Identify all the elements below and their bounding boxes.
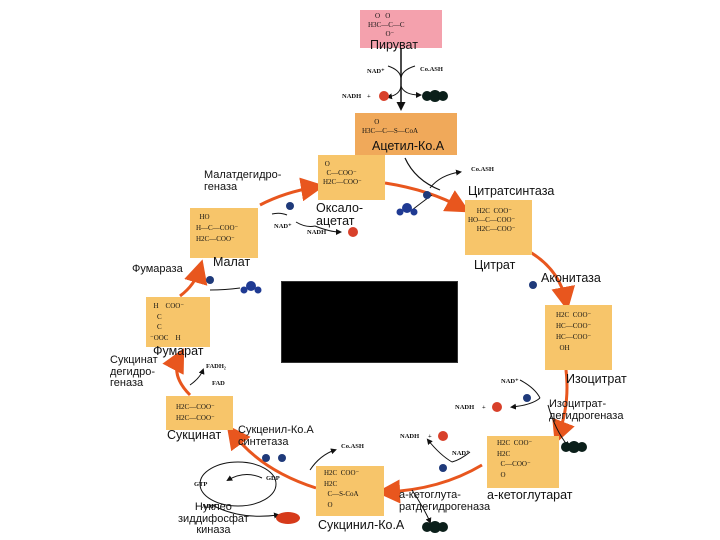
arrow-coash-out-succinyl <box>309 448 337 471</box>
aconitase-label: Аконитаза <box>541 271 601 285</box>
nadh-isocitrate: NADH <box>455 404 475 411</box>
succinyl-coa-box <box>316 466 384 516</box>
nadh-akg: NADH <box>400 433 420 440</box>
plus-malate: + <box>337 229 341 236</box>
arrow-nad-in <box>387 65 402 79</box>
pyruvate-formula: O O H3C—C—C O⁻ <box>368 12 405 38</box>
acetyl-coa-label: Ацетил-Ко.А <box>372 139 445 153</box>
plus-pyruvate: + <box>367 93 371 100</box>
fadh2-label: FADH₂ <box>206 363 226 370</box>
akg-dh-label: а-кетоглута- ратдегидрогеназа <box>399 489 491 513</box>
arrow-nadh-akg <box>426 438 453 463</box>
nadh-malate: NADH <box>307 229 327 236</box>
nadh-pyruvate: NADH <box>342 93 362 100</box>
arrow-nadh-out <box>386 85 402 100</box>
ndk-label: Нуклео зиддифосфат киназа <box>178 501 249 536</box>
arrow-nadh-oxalo <box>314 225 342 235</box>
fad-label: FAD <box>212 380 225 387</box>
arrow-fad-fadh2 <box>189 368 205 386</box>
arrow-nad-akg <box>451 451 471 463</box>
arrow-coash-in <box>400 65 416 79</box>
h-akg: H⁺ <box>440 433 449 440</box>
citrate-synthase-label: Цитратсинтаза <box>468 184 555 198</box>
h-pyruvate: H⁺ <box>380 93 389 100</box>
pyruvate-label: Пируват <box>370 38 418 52</box>
ndk-cycle <box>199 461 277 507</box>
arrow-succinylcoa-to-succinate <box>226 424 317 490</box>
pyruvate-box <box>360 10 442 48</box>
fumarate-label: Фумарат <box>153 344 204 358</box>
arrow-succinate-to-fumarate <box>162 348 192 397</box>
fumarate-formula: H COO⁻ C C ⁻OOC H <box>150 302 185 342</box>
acetyl-coa-formula: O H3C—C—S—CoA <box>362 118 419 135</box>
arrow-water-in-citrate <box>411 194 433 211</box>
arrow-nadh-isocitrate <box>510 397 541 410</box>
akg-label: а-кетоглутарат <box>487 488 573 502</box>
arrow-coash-out-citrate <box>429 169 462 189</box>
malate-dh-label: Малатдегидро- геназа <box>204 169 282 193</box>
succinyl-coa-label: Сукцинил-Ко.А <box>318 518 405 532</box>
arrow-malate-to-oxaloacetate <box>259 177 325 207</box>
malate-box <box>190 208 258 258</box>
isocitrate-dh-label: Изоцитрат- дегидрогеназа <box>549 398 624 422</box>
gdp-label: GDP <box>266 475 280 482</box>
nad-akg: NAD⁺ <box>452 450 470 457</box>
arrow-isocitrate-to-akg <box>552 369 575 445</box>
arrow-nad-oxalo <box>295 221 316 227</box>
oxaloacetate-label: Оксало- ацетат <box>316 201 364 228</box>
fumarate-box <box>146 297 210 347</box>
arrow-co2-out-pyruvate <box>400 85 422 98</box>
malate-label: Малат <box>213 255 251 269</box>
redacted-block <box>281 281 458 363</box>
fumarase-label: Фумараза <box>132 263 183 275</box>
succinate-box <box>166 396 233 430</box>
oxaloacetate-box <box>318 155 385 200</box>
plus-isocitrate: + <box>482 404 486 411</box>
arrow-citrate-to-isocitrate <box>529 250 576 311</box>
arrow-oxaloacetate-to-citrate <box>384 181 470 213</box>
citrate-box <box>465 200 532 255</box>
coash-succinyl: Co.ASH <box>341 443 364 450</box>
gtp-label: GTP <box>194 481 208 488</box>
akg-box <box>487 436 559 488</box>
coash-citrate: Co.ASH <box>471 166 494 173</box>
coash-pyruvate: Co.ASH <box>420 66 443 73</box>
arrow-nad-isocitrate <box>519 379 541 399</box>
arrow-water-fumarase <box>209 287 241 291</box>
isocitrate-formula: H2C COO⁻ HC—COO⁻ HC—COO⁻ OH <box>556 311 592 352</box>
succinate-formula: H2C—COO⁻ H2C—COO⁻ <box>176 403 215 422</box>
h-malate: H⁺ <box>350 229 359 236</box>
akg-formula: H2C COO⁻ H2C C—COO⁻ O <box>497 439 533 479</box>
nad-pyruvate: NAD⁺ <box>367 68 385 75</box>
nad-isocitrate: NAD⁺ <box>501 378 519 385</box>
arrow-co2-akg <box>411 489 432 524</box>
arrow-akg-to-succinylcoa <box>376 463 483 504</box>
succinyl-coa-formula: H2C COO⁻ H2C C—S-CoA O <box>324 469 360 509</box>
malate-formula: HO H—C—COO⁻ H2C—COO⁻ <box>196 213 239 243</box>
nad-malate: NAD⁺ <box>274 223 292 230</box>
plus-akg: + <box>428 433 432 440</box>
h-isocitrate: H⁺ <box>494 404 503 411</box>
arrow-acetylcoa-to-cycle <box>404 157 441 191</box>
succinyl-coa-synthetase-label: Сукценил-Ко.А синтетаза <box>238 424 314 448</box>
oxaloacetate-formula: O C—COO⁻ H2C—COO⁻ <box>323 160 362 186</box>
succinate-dh-label: Сукцинат дегидро- геназа <box>110 354 158 389</box>
isocitrate-box <box>545 305 612 370</box>
arrow-adp-atp <box>211 504 280 519</box>
citrate-formula: H2C COO⁻ HO—C—COO⁻ H2C—COO⁻ <box>468 207 516 233</box>
atp-label: ATP <box>281 514 294 521</box>
isocitrate-label: Изоцитрат <box>566 372 627 386</box>
arrow-gdp-gtp <box>226 474 263 482</box>
succinate-label: Сукцинат <box>167 428 222 442</box>
adp-label: ADP <box>202 503 216 510</box>
acetyl-coa-box <box>355 113 457 155</box>
arrow-h-malate <box>271 212 288 216</box>
arrow-fumarate-to-malate <box>179 259 208 298</box>
citrate-label: Цитрат <box>474 258 516 272</box>
